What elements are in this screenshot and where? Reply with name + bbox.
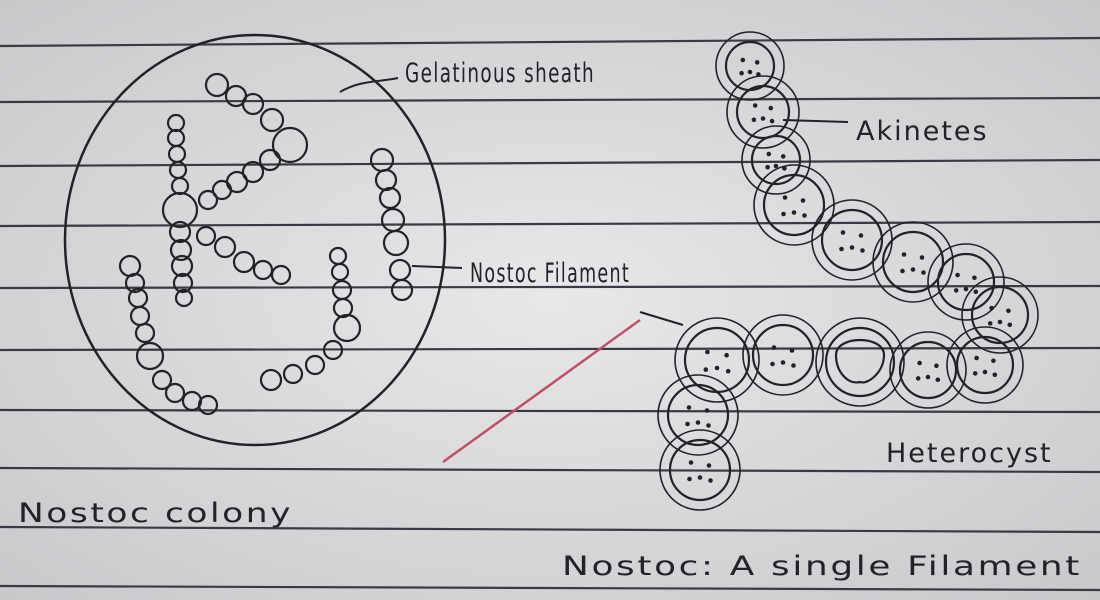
cell-granule [1006,309,1011,314]
cell-granule [781,360,786,365]
cell-granule [964,287,969,292]
cell-granule [934,364,939,369]
cell-granule [954,288,959,293]
cell-granule [841,230,846,235]
cell-granule [741,58,746,63]
cell-granule [715,366,720,371]
cell-granule [974,356,979,361]
cell-granule [989,306,994,311]
label-single-filament: Nostoc: A single Filament [562,551,1082,582]
cell-granule [917,361,922,366]
cell-granule [689,460,694,465]
cell-granule [698,475,703,480]
cell-granule [955,273,960,278]
cell-granule [921,270,926,275]
cell-granule [781,212,786,217]
cell-granule [936,378,941,383]
cell-granule [850,245,855,250]
cell-granule [1008,323,1013,328]
cell-granule [769,106,774,111]
cell-granule [926,375,931,380]
cell-granule [765,165,770,170]
cell-granule [774,164,779,169]
cell-granule [860,248,865,253]
label-heterocyst: Heterocyst [886,438,1053,469]
cell-granule [781,154,786,159]
cell-granule [801,198,806,203]
cell-granule [724,353,729,358]
label-nostoc-colony: Nostoc colony [18,498,293,529]
cell-granule [791,363,796,368]
cell-granule [748,70,753,75]
cell-granule [706,423,711,428]
cell-granule [708,478,713,483]
cell-granule [988,321,993,326]
label-akinetes: Akinetes [856,116,989,147]
cell-granule [739,71,744,76]
cell-granule [705,350,710,355]
cell-granule [991,359,996,364]
cell-granule [767,152,772,157]
cell-granule [707,463,712,468]
cell-granule [770,362,775,367]
cell-granule [900,269,905,274]
cell-granule [705,408,710,413]
cell-granule [696,420,701,425]
cell-granule [770,119,775,124]
cell-granule [983,370,988,375]
cell-granule [973,371,978,376]
cell-granule [687,405,692,410]
cell-granule [761,116,766,121]
cell-granule [993,373,998,378]
cell-granule [755,60,760,65]
cell-granule [783,195,788,200]
cell-granule [902,252,907,257]
cell-granule [859,233,864,238]
cell-granule [972,276,977,281]
cell-granule [916,376,921,381]
cell-granule [920,255,925,260]
cell-granule [974,290,979,295]
cell-granule [790,348,795,353]
cell-granule [998,320,1003,325]
label-nostoc-filament: Nostoc Filament [470,258,630,289]
cell-granule [753,103,758,108]
cell-granule [752,118,757,123]
cell-granule [792,210,797,215]
cell-granule [687,477,692,482]
cell-granule [726,369,731,374]
label-gelatinous-sheath: Gelatinous sheath [405,58,595,89]
cell-granule [911,267,916,272]
cell-granule [704,367,709,372]
cell-granule [772,345,777,350]
cell-granule [802,213,807,218]
cell-granule [685,422,690,427]
cell-granule [839,247,844,252]
